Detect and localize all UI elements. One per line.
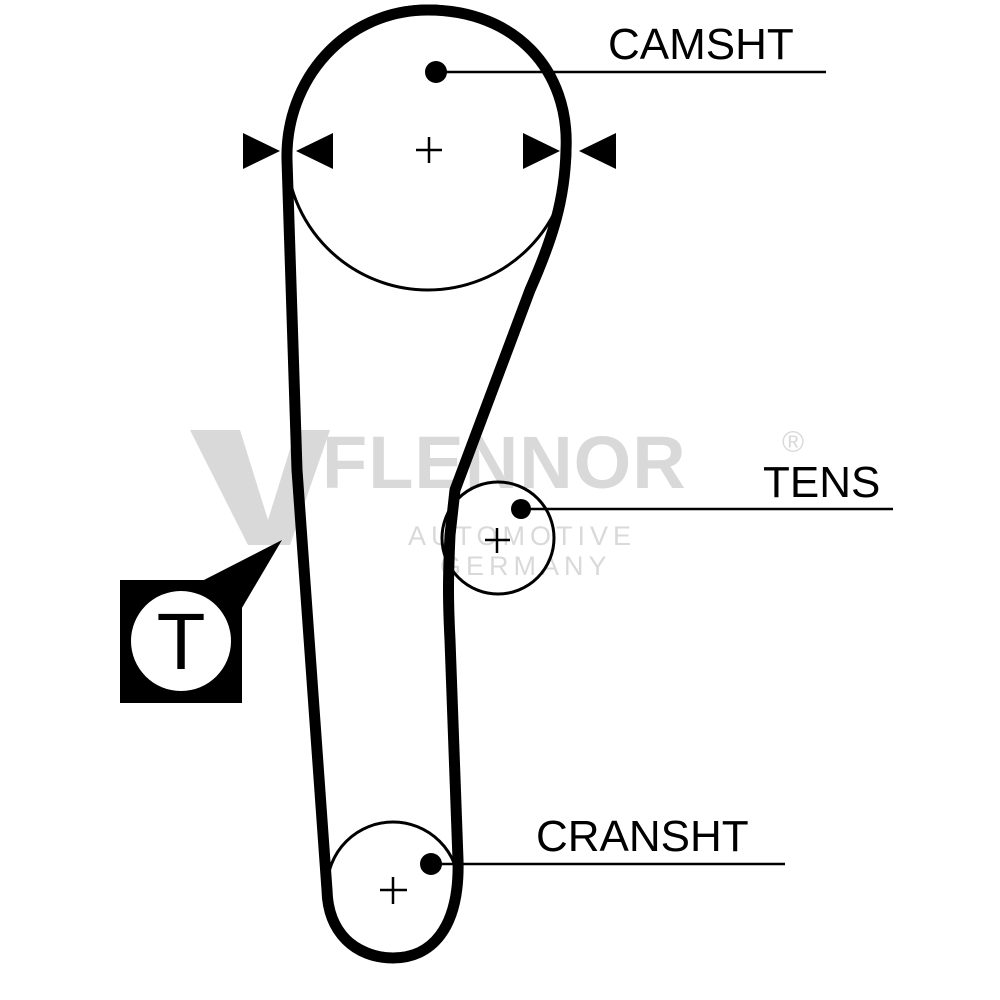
arrow-right-icon [523, 133, 560, 169]
camshaft-center-cross [416, 137, 442, 163]
crankshaft-label: CRANSHT [536, 812, 749, 861]
watermark-registered-mark: ® [782, 426, 804, 459]
left-alignment-arrows [243, 133, 333, 169]
crankshaft-center-cross [380, 877, 407, 904]
right-alignment-arrows [523, 133, 616, 169]
watermark-logo-mark [190, 430, 330, 545]
timing-belt [281, 4, 572, 964]
watermark-line2: GERMANY [440, 551, 612, 581]
tensioner-center-cross [485, 528, 510, 553]
watermark-brand: FLENNOR [322, 421, 687, 504]
camshaft-label: CAMSHT [608, 20, 794, 69]
arrow-right-icon [243, 133, 280, 169]
watermark: FLENNOR ® AUTOMOTIVE GERMANY [190, 421, 804, 581]
tensioner-label: TENS [763, 458, 880, 507]
tensioner-pulley [440, 480, 556, 596]
arrow-left-icon [579, 133, 616, 169]
marker-letter: T [157, 597, 206, 686]
tension-side-marker: T [120, 540, 282, 703]
marker-circle [131, 591, 231, 691]
arrow-left-icon [296, 133, 333, 169]
